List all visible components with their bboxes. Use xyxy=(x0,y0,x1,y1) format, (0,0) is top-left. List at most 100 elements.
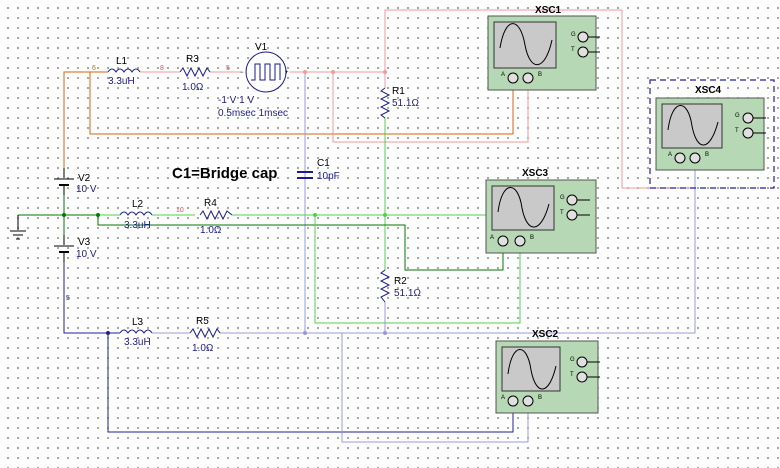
component-ref: V2 xyxy=(78,173,91,184)
resistor-r5[interactable]: R5 1.0Ω xyxy=(189,316,221,354)
pulse-source-v1[interactable]: − + V1 -1 V 1 V 0.5msec 1msec xyxy=(218,42,289,119)
terminal-g-knob[interactable] xyxy=(576,356,588,368)
resistor-r3[interactable]: R3 1.0Ω xyxy=(179,54,211,93)
wire-blue[interactable] xyxy=(63,262,120,334)
capacitor-c1[interactable]: C1 10pF xyxy=(297,158,340,182)
terminal-g-knob[interactable] xyxy=(742,112,754,124)
terminal-label: G xyxy=(735,113,740,119)
terminal-label: T xyxy=(560,210,564,216)
terminal-label: T xyxy=(570,372,574,378)
junction-dot xyxy=(303,70,307,74)
component-value: 3.3uH xyxy=(124,220,151,231)
junction-dot xyxy=(383,70,387,74)
annotation-note: C1=Bridge cap xyxy=(172,165,277,182)
terminal-b-knob[interactable] xyxy=(514,235,526,247)
terminal-label: B xyxy=(538,395,542,401)
component-value: -1 V 1 V xyxy=(218,95,254,106)
terminal-a-knob[interactable] xyxy=(507,395,519,407)
selection-box xyxy=(649,79,775,189)
resistor-r2[interactable]: R2 51.1Ω xyxy=(379,269,421,303)
terminal-b-knob[interactable] xyxy=(522,395,534,407)
component-ref: V1 xyxy=(255,42,268,53)
component-ref: R1 xyxy=(392,86,405,97)
component-value: 10pF xyxy=(317,171,340,182)
component-ref: L1 xyxy=(116,56,128,67)
waveform-icon xyxy=(507,349,557,390)
terminal-label: A xyxy=(668,152,672,158)
net-number: 8 xyxy=(160,65,164,72)
plus-sign: + xyxy=(285,70,289,76)
terminal-label: B xyxy=(530,235,534,241)
terminal-g-knob[interactable] xyxy=(566,194,578,206)
junction-dot xyxy=(383,331,387,335)
net-number: 5 xyxy=(226,65,230,72)
terminal-a-knob[interactable] xyxy=(674,152,686,164)
terminal-t-knob[interactable] xyxy=(742,127,754,139)
junction-dot xyxy=(62,213,66,217)
wire-lavender-bottom[interactable] xyxy=(220,168,696,334)
terminal-b-knob[interactable] xyxy=(522,72,534,84)
terminal-label: A xyxy=(490,235,494,241)
junction-dot xyxy=(383,213,387,217)
component-ref: C1 xyxy=(317,158,330,169)
waveform-icon xyxy=(499,23,553,66)
inductor-l1[interactable]: L1 3.3uH xyxy=(107,56,141,87)
junction-dot xyxy=(96,213,100,217)
battery-v3[interactable]: V3 10 V xyxy=(54,235,97,262)
terminal-label: G xyxy=(560,195,565,201)
resistor-r4[interactable]: R4 1.0Ω xyxy=(199,198,233,236)
component-ref: R2 xyxy=(394,276,407,287)
terminal-b-knob[interactable] xyxy=(689,152,701,164)
battery-v2[interactable]: V2 10 V xyxy=(54,168,97,195)
component-value: 51.1Ω xyxy=(394,288,421,299)
oscilloscope-xsc3[interactable]: XSC3 A B G T xyxy=(485,168,597,254)
terminal-label: A xyxy=(501,72,505,78)
resistor-r1[interactable]: R1 51.1Ω xyxy=(379,86,419,119)
component-value: 1.0Ω xyxy=(200,225,222,236)
wire-blue-return[interactable] xyxy=(107,333,514,433)
wire-green-low[interactable] xyxy=(314,215,521,324)
component-value: 1.0Ω xyxy=(182,82,204,93)
scope-title: XSC3 xyxy=(522,168,549,179)
terminal-label: G xyxy=(571,32,576,38)
wire-orange[interactable] xyxy=(63,71,108,168)
net-number: 5 xyxy=(66,295,70,302)
net-number: 10 xyxy=(176,207,184,214)
component-value: 0.5msec 1msec xyxy=(218,108,288,119)
oscilloscope-xsc2[interactable]: XSC2 A B G T xyxy=(495,329,600,414)
oscilloscope-xsc1[interactable]: XSC1 A B G T xyxy=(487,5,600,91)
component-value: 10 V xyxy=(76,184,97,195)
junction-dot xyxy=(313,213,317,217)
terminal-label: A xyxy=(501,395,505,401)
waveform-icon xyxy=(667,105,719,146)
wire-green-row[interactable] xyxy=(232,214,521,243)
junction-dot xyxy=(303,331,307,335)
wire-orange-return[interactable] xyxy=(89,72,514,135)
component-value: 1.0Ω xyxy=(192,343,214,354)
component-ref: L2 xyxy=(132,199,144,210)
terminal-t-knob[interactable] xyxy=(576,371,588,383)
waveform-icon xyxy=(497,187,550,228)
junction-dot xyxy=(106,331,110,335)
wire-lavender-return[interactable] xyxy=(341,333,529,443)
terminal-label: T xyxy=(571,47,575,53)
terminal-a-knob[interactable] xyxy=(507,72,519,84)
terminal-g-knob[interactable] xyxy=(577,31,589,43)
terminal-t-knob[interactable] xyxy=(566,209,578,221)
terminal-label: B xyxy=(538,72,542,78)
wire-ground-bus[interactable] xyxy=(18,214,504,271)
terminal-label: B xyxy=(705,152,709,158)
inductor-l2[interactable]: L2 3.3uH xyxy=(119,199,153,231)
inductor-l3[interactable]: L3 3.3uH xyxy=(119,317,153,348)
wire-pink-loop[interactable] xyxy=(332,72,529,143)
terminal-label: T xyxy=(735,128,739,134)
terminal-t-knob[interactable] xyxy=(577,46,589,58)
component-value: 51.1Ω xyxy=(392,98,419,109)
junction-dot xyxy=(331,70,335,74)
terminal-a-knob[interactable] xyxy=(497,235,509,247)
oscilloscope-xsc4[interactable]: XSC4 A B G T xyxy=(649,79,775,189)
ground-symbol xyxy=(10,215,26,240)
component-ref: R3 xyxy=(186,54,199,65)
terminal-label: G xyxy=(570,357,575,363)
